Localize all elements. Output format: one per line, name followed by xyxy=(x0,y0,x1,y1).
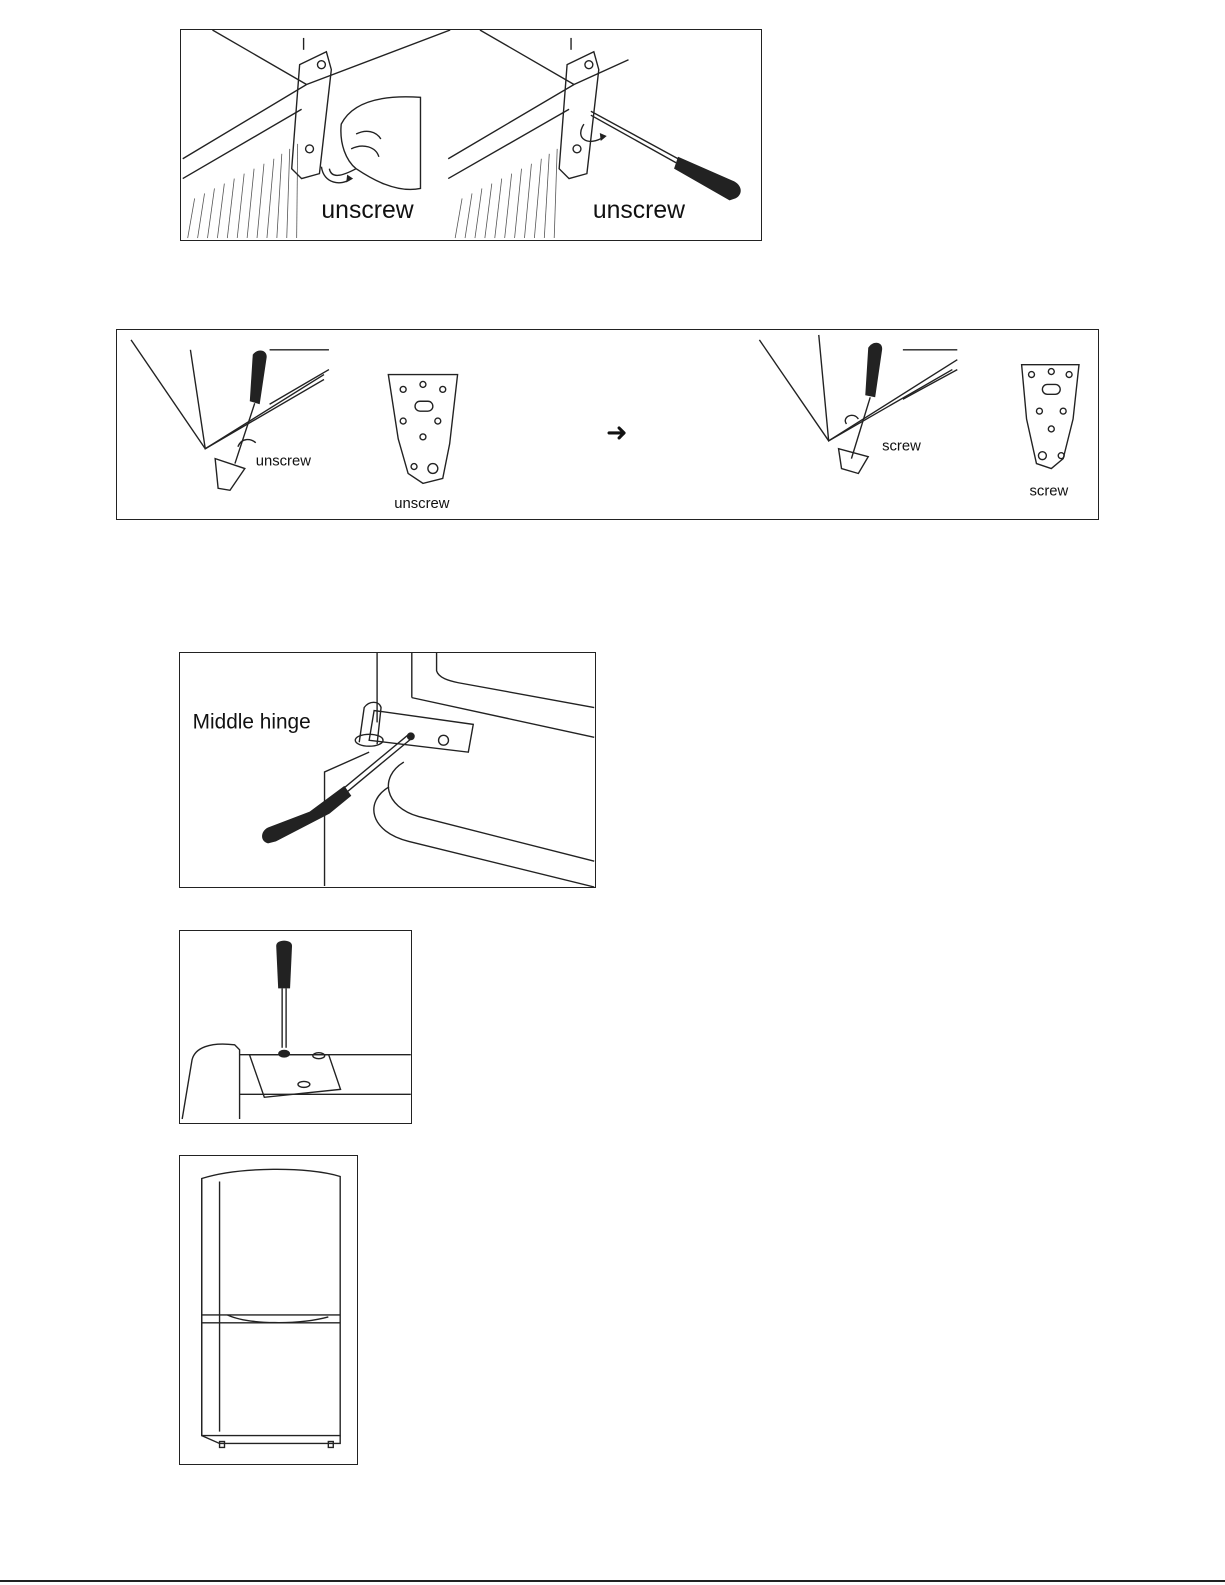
top-screw-illustration xyxy=(180,931,411,1123)
hand-icon xyxy=(329,97,420,190)
label-middle-hinge: Middle hinge xyxy=(193,710,311,733)
screwdriver-icon xyxy=(235,351,267,464)
top-hinge-illustration: unscrew unscrew xyxy=(181,30,761,240)
label-screw-1: screw xyxy=(882,439,921,455)
figure-top-screw xyxy=(179,930,412,1124)
figure-bottom-hinge-swap: unscrew unscrew ➜ xyxy=(116,329,1099,520)
hinge-bracket-icon xyxy=(559,38,599,179)
label-screw-2: screw xyxy=(1030,483,1069,499)
hinge-bracket-icon xyxy=(249,1053,340,1098)
hinge-bracket-icon xyxy=(355,702,473,752)
label-unscrew-2: unscrew xyxy=(394,496,450,512)
screwdriver-icon xyxy=(262,732,415,843)
figure-refrigerator xyxy=(179,1155,358,1465)
label-unscrew-right: unscrew xyxy=(593,197,685,224)
cabinet-corner-2 xyxy=(759,335,957,474)
middle-hinge-illustration: Middle hinge xyxy=(180,653,595,887)
bottom-hinge-illustration: unscrew unscrew ➜ xyxy=(117,330,1098,519)
arrow-right-icon: ➜ xyxy=(606,418,628,448)
screwdriver-icon xyxy=(851,343,882,459)
refrigerator-icon xyxy=(180,1156,357,1464)
screwdriver-icon xyxy=(276,941,292,1058)
screwdriver-icon xyxy=(591,111,741,200)
hinge-bracket-icon xyxy=(1022,365,1079,469)
label-unscrew-left: unscrew xyxy=(321,197,413,224)
hinge-bracket-icon xyxy=(388,375,457,484)
footer-rule xyxy=(0,1580,1225,1582)
figure-top-hinge-unscrew: unscrew unscrew xyxy=(180,29,762,241)
label-unscrew-1: unscrew xyxy=(256,454,312,470)
figure-middle-hinge: Middle hinge xyxy=(179,652,596,888)
